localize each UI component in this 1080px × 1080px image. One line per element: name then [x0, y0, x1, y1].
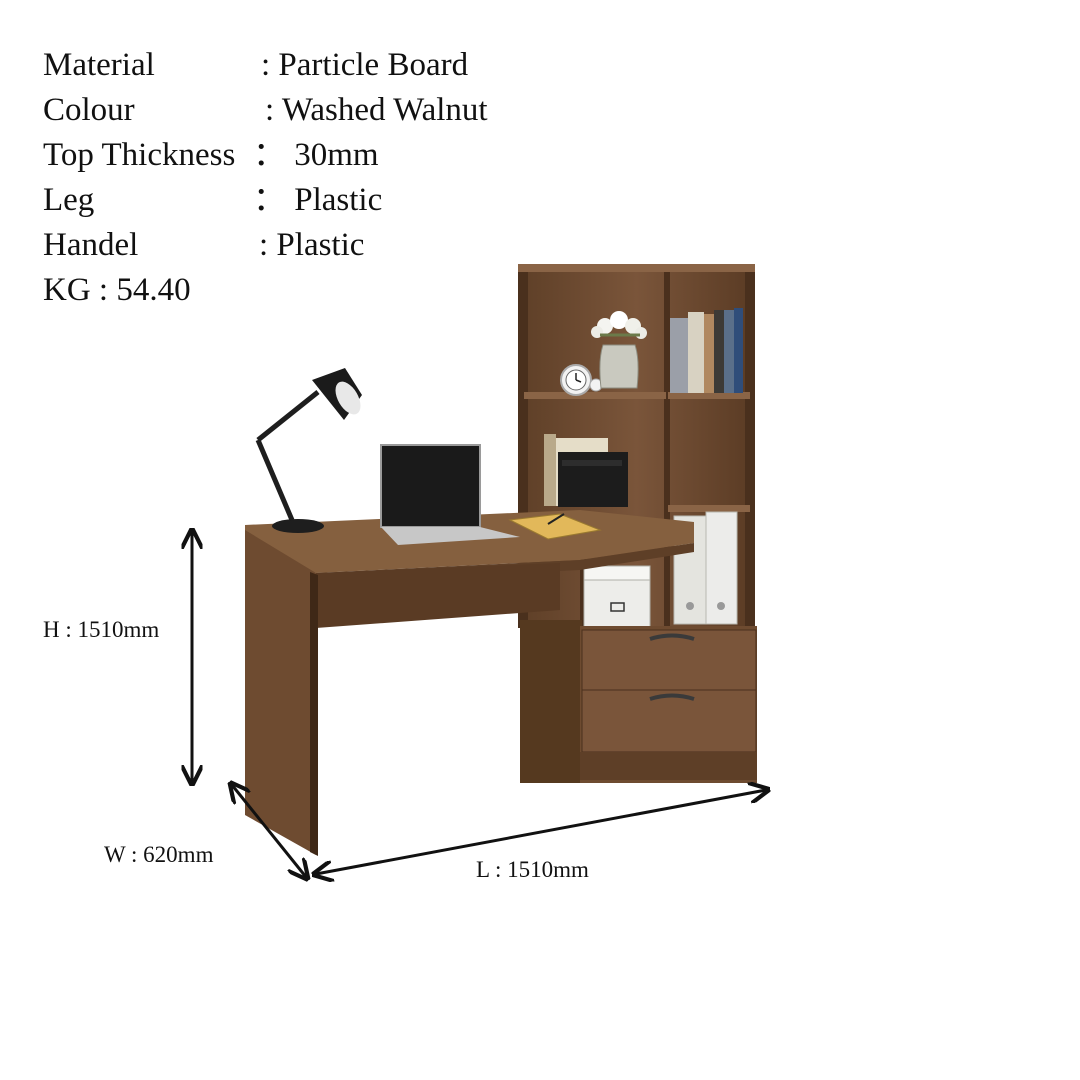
weight-text: KG : 54.40 [43, 272, 191, 308]
shelf-board [524, 392, 666, 399]
cabinet-side [520, 620, 582, 783]
width-arrow [232, 785, 306, 877]
length-label: L : 1510mm [476, 857, 589, 882]
book-icon [670, 308, 743, 393]
file-holder-icon [544, 434, 628, 507]
spec-value: ： 30mm [253, 137, 379, 173]
spec-label: Handel [43, 227, 139, 263]
shelf-side-left [518, 272, 528, 628]
spec-value: : Particle Board [261, 47, 469, 83]
drawer-top [581, 629, 757, 693]
spec-label: Colour [43, 92, 135, 128]
shelf-board [668, 392, 750, 399]
desk-leg-panel [245, 530, 316, 855]
width-label: W : 620mm [104, 842, 214, 867]
drawer-handle [649, 693, 695, 701]
height-label: H : 1510mm [43, 617, 160, 642]
modesty-panel [316, 563, 560, 628]
spec-label: Leg [43, 182, 95, 218]
shelf-side-right [745, 272, 755, 628]
spec-value: : Plastic [259, 227, 365, 263]
shelf-divider-low [580, 548, 586, 628]
shelf-top [518, 264, 755, 274]
shelf-board [668, 505, 750, 512]
shelf-divider [664, 272, 670, 628]
storage-box-icon [583, 565, 651, 634]
flower-vase-icon [591, 311, 647, 389]
drawer-bottom [581, 689, 757, 753]
drawer-handle [649, 633, 695, 641]
drawer-cabinet [520, 620, 757, 783]
spec-label: Top Thickness [43, 137, 236, 173]
alarm-clock-icon [560, 364, 603, 396]
cabinet-plinth [580, 752, 757, 780]
spec-value: : Washed Walnut [265, 92, 488, 128]
desk-lamp-icon [255, 368, 362, 533]
spec-value: ： Plastic [253, 182, 383, 218]
length-arrow [316, 790, 766, 874]
spec-label: Material [43, 47, 155, 83]
laptop-icon [380, 444, 520, 545]
notebook-icon [508, 513, 602, 540]
